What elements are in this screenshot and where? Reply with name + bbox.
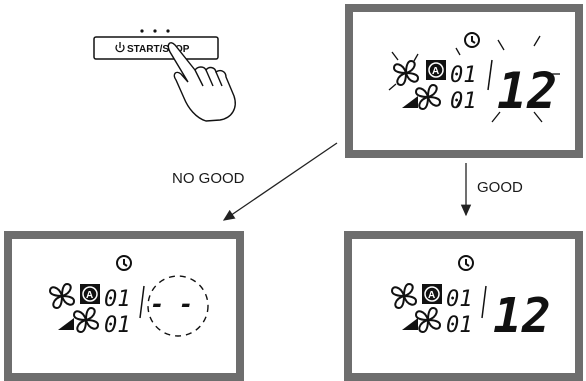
blank-timer-highlight [147, 275, 209, 337]
power-icon [115, 42, 125, 53]
bottom-row-digits: 01 [446, 313, 473, 338]
display-panel-no-good: A 01 01 - - [4, 231, 244, 381]
bottom-row-digits: 01 [450, 89, 477, 114]
start-stop-button-illustration: START/STOP [93, 29, 236, 122]
auto-mode-icon: A [422, 284, 442, 304]
top-row-digits: 01 [104, 287, 131, 312]
svg-text:A: A [428, 290, 435, 301]
display-panel-good: A 01 01 12 [344, 231, 583, 381]
fan-speed-icon [58, 318, 74, 330]
timer-blank: - - [150, 290, 193, 318]
button-label: START/STOP [127, 44, 190, 55]
good-label: GOOD [477, 179, 523, 196]
fan-icon-lower [415, 307, 441, 333]
fan-icon [391, 283, 417, 309]
svg-text:A: A [86, 290, 93, 301]
auto-mode-icon: A [80, 284, 100, 304]
svg-text:A: A [432, 66, 439, 77]
fan-icon [49, 283, 75, 309]
auto-mode-icon: A [426, 60, 446, 80]
fan-icon [393, 60, 419, 86]
fan-icon-lower [73, 307, 99, 333]
no-good-label: NO GOOD [172, 170, 245, 187]
top-row-digits: 01 [450, 63, 477, 88]
hand-icon [167, 42, 236, 122]
fan-speed-icon [402, 96, 418, 108]
fan-speed-icon [402, 318, 418, 330]
timer-value: 12 [493, 288, 551, 344]
fan-icon-lower [415, 84, 441, 110]
no-good-arrow [222, 142, 338, 221]
display-panel-flashing: A 01 01 12 [345, 4, 583, 158]
start-stop-button [93, 36, 219, 60]
bottom-row-digits: 01 [104, 313, 131, 338]
flashing-indicator-icon [388, 35, 560, 123]
top-row-digits: 01 [446, 287, 473, 312]
timer-value: 12 [497, 62, 557, 120]
